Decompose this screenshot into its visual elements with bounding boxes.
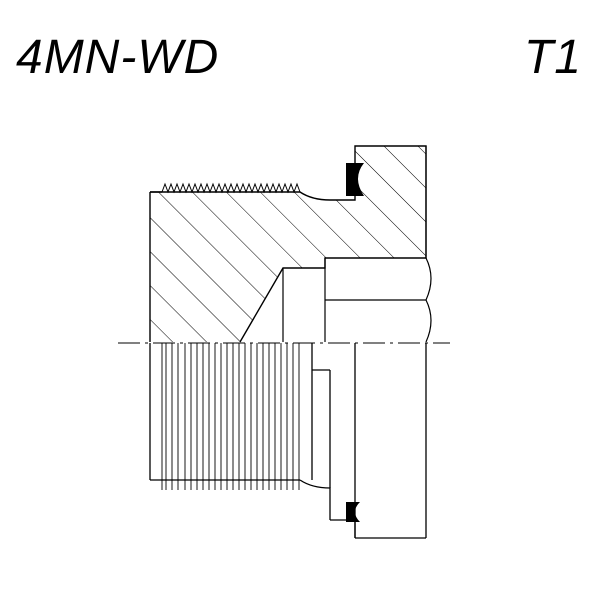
upper-seal [346, 163, 364, 196]
lower-seal [346, 502, 360, 522]
part-code-label: 4MN-WD [16, 31, 220, 84]
upper-bore [282, 146, 432, 343]
hatched-section [150, 145, 427, 343]
type-code-label: T1 [523, 31, 582, 84]
upper-thread-profile [161, 182, 301, 194]
lower-thread-lines [161, 343, 300, 490]
